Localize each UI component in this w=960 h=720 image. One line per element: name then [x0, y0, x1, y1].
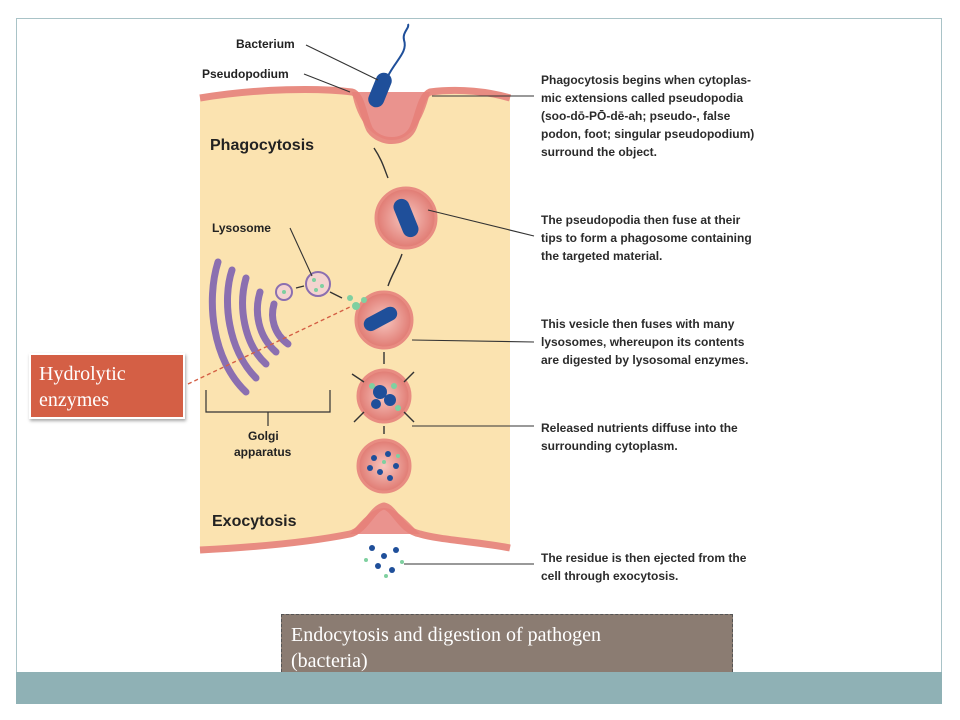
golgi-apparatus — [208, 258, 292, 396]
residual-body — [356, 438, 412, 494]
step-descriptions: Phagocytosis begins when cytoplas- mic e… — [541, 73, 754, 583]
label-golgi-line1: Golgi — [248, 429, 279, 443]
heading-exocytosis: Exocytosis — [212, 513, 297, 530]
label-golgi-line2: apparatus — [234, 445, 292, 459]
step-1-line-1: Phagocytosis begins when cytoplas- — [541, 73, 751, 87]
step-5-line-1: The residue is then ejected from the — [541, 551, 747, 565]
step-2-line-1: The pseudopodia then fuse at their — [541, 213, 741, 227]
phagosome — [374, 186, 438, 250]
step-1-line-5: surround the object. — [541, 145, 657, 159]
step-4-line-2: surrounding cytoplasm. — [541, 439, 678, 453]
leader-lines — [289, 44, 535, 565]
footer-bar — [16, 672, 942, 704]
step-3-line-1: This vesicle then fuses with many — [541, 317, 735, 331]
label-lysosome: Lysosome — [212, 221, 271, 235]
step-4-line-1: Released nutrients diffuse into the — [541, 421, 738, 435]
step-1-line-3: (soo-dō-PŌ-dē-ah; pseudo-, false — [541, 109, 731, 123]
step-3-line-3: are digested by lysosomal enzymes. — [541, 353, 748, 367]
step-1-line-4: podon, foot; singular pseudopodium) — [541, 127, 754, 141]
lysosome-vesicles — [275, 271, 331, 301]
callout-line-1: Hydrolytic — [39, 363, 126, 385]
hydrolytic-enzymes-callout: Hydrolytic enzymes — [29, 353, 185, 419]
callout-line-2: enzymes — [39, 389, 109, 411]
caption-line-1: Endocytosis and digestion of pathogen — [291, 624, 601, 646]
step-3-line-2: lysosomes, whereupon its contents — [541, 335, 745, 349]
label-pseudopodium: Pseudopodium — [202, 67, 289, 81]
flow-arrows — [295, 147, 415, 434]
heading-phagocytosis: Phagocytosis — [210, 137, 314, 154]
ejected-residue — [364, 545, 404, 578]
slide-caption: Endocytosis and digestion of pathogen (b… — [281, 614, 733, 682]
label-bacterium: Bacterium — [236, 37, 295, 51]
caption-line-2: (bacteria) — [291, 650, 368, 672]
digestion-vesicle — [356, 368, 412, 424]
step-5-line-2: cell through exocytosis. — [541, 569, 678, 583]
bacterium — [368, 23, 410, 108]
step-2-line-2: tips to form a phagosome containing — [541, 231, 752, 245]
step-2-line-3: the targeted material. — [541, 249, 662, 263]
callout-connector — [187, 305, 353, 385]
phagolysosome — [347, 290, 414, 350]
step-1-line-2: mic extensions called pseudopodia — [541, 91, 743, 105]
